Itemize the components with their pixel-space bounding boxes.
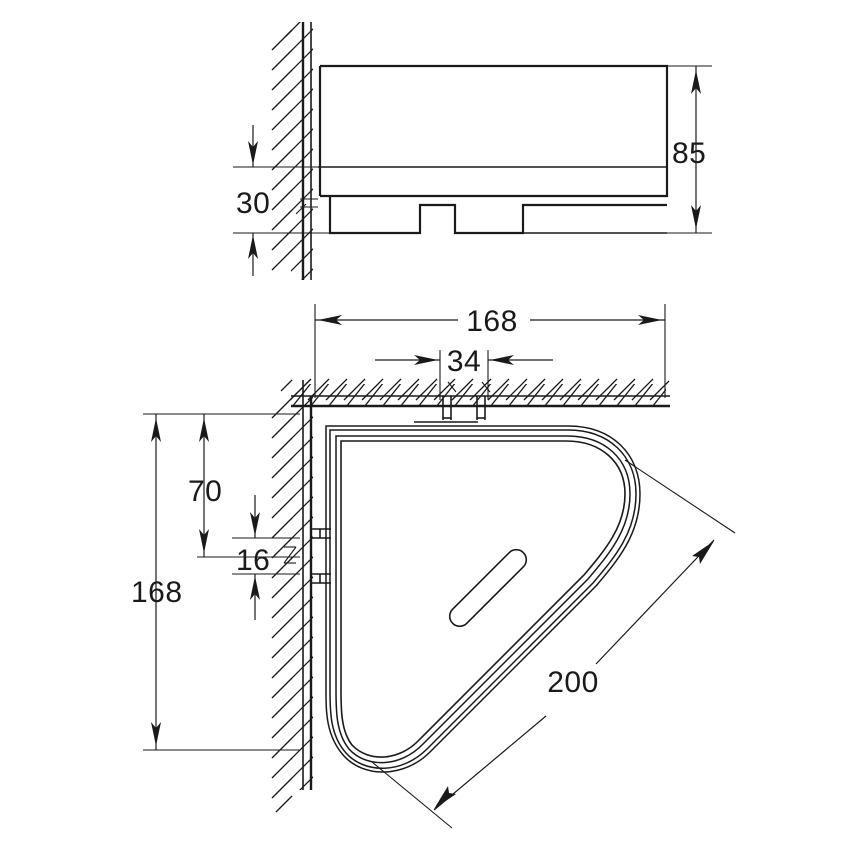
dimension-depth-168: 168 (131, 413, 300, 751)
dim-label-168-left: 168 (131, 576, 183, 609)
wall-hatch-plan-outer-top (280, 378, 670, 401)
shelf-body-elevation (318, 64, 669, 235)
arrowhead-168left-bottom (151, 722, 161, 746)
arrowhead-34-right (490, 355, 514, 365)
dim-label-200: 200 (547, 666, 599, 699)
ext-line-200-lower (371, 761, 453, 829)
dimension-height-85: 85 (667, 65, 712, 234)
dimension-diagonal-200: 200 (371, 459, 736, 829)
drain-slot-shape (448, 548, 528, 628)
wall-hatch-plan-horizontal (291, 384, 666, 406)
arrowhead-168top-left (318, 315, 342, 325)
dim-label-168-top: 168 (466, 305, 518, 338)
arrowhead-168left-top (151, 418, 161, 442)
dim-label-70: 70 (188, 475, 222, 508)
wall-section-plan-vertical (271, 380, 313, 813)
wall-hatch-plan-outer-left (271, 397, 293, 813)
corner-shelf-outline (325, 425, 641, 773)
shelf-face-line (340, 440, 626, 758)
wall-section-elevation (271, 22, 313, 280)
dimension-bracket-34: 34 (375, 345, 553, 400)
dim-label-85: 85 (672, 137, 706, 170)
plan-top-view: 168 34 (131, 304, 736, 829)
section-tick-marks-30 (295, 198, 318, 215)
arrowhead-34-left (414, 355, 438, 365)
side-elevation-view: 85 30 (233, 22, 712, 280)
arrowhead-85-bottom (691, 205, 701, 229)
dim-label-16: 16 (236, 544, 270, 577)
drain-slot (448, 548, 528, 628)
arrowhead-16-top (250, 512, 260, 536)
dimension-bracket-16: 16 (232, 495, 300, 620)
arrowhead-85-top (691, 70, 701, 94)
ext-line-200-upper (624, 459, 736, 534)
mounting-bracket-profile (328, 196, 667, 235)
dim-label-34: 34 (447, 345, 481, 378)
dimension-width-168: 168 (314, 304, 666, 398)
dim-label-30: 30 (236, 187, 270, 220)
dim-line-200-upper (595, 539, 715, 665)
break-mark-top-left (447, 381, 457, 393)
mounting-tabs (311, 381, 491, 584)
arrowhead-70-bottom (199, 529, 209, 553)
arrowhead-30-bottom (248, 235, 258, 259)
arrowhead-30-top (248, 141, 258, 165)
arrowhead-200-upper (692, 541, 714, 564)
dimension-offset-30: 30 (233, 125, 330, 276)
wall-hatch-outer-elevation (271, 29, 293, 271)
break-symbol-16 (283, 546, 297, 564)
wall-section-plan-horizontal (280, 378, 670, 408)
shelf-outer-profile (320, 64, 669, 198)
dimension-offset-70: 70 (188, 413, 300, 558)
arrowhead-70-top (199, 418, 209, 442)
arrowhead-168top-right (638, 315, 662, 325)
shelf-rim-middle (329, 429, 637, 769)
arrowhead-16-bottom (250, 576, 260, 600)
shelf-rim-outer (325, 425, 641, 773)
arrowhead-200-lower (434, 786, 456, 809)
shelf-rim-inner (335, 435, 631, 764)
break-mark-top-right (481, 381, 491, 393)
